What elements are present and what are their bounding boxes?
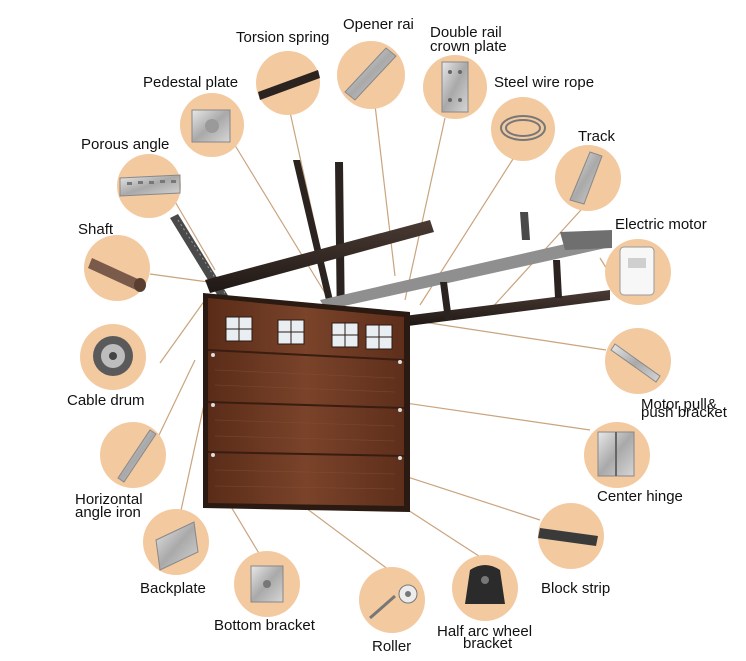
- label-pedestal-plate: Pedestal plate: [143, 75, 238, 90]
- half-arc-bracket-callout: [452, 555, 518, 621]
- porous-angle-callout: [117, 154, 181, 218]
- label-cable-drum: Cable drum: [67, 393, 145, 408]
- backplate-callout: [143, 509, 209, 575]
- label-half-arc-line2: bracket: [463, 636, 512, 651]
- pull-push-bracket-callout: [605, 328, 671, 394]
- label-opener-rail: Opener rai: [343, 17, 414, 32]
- angle-iron-callout: [100, 422, 166, 488]
- label-crown-plate-line2: crown plate: [430, 39, 507, 54]
- track-callout: [555, 145, 621, 211]
- cable-drum-icon: [93, 336, 133, 376]
- center-hinge-icon: [598, 432, 634, 476]
- label-porous-angle: Porous angle: [81, 137, 169, 152]
- wire-rope-callout: [491, 97, 555, 161]
- label-angle-iron-line2: angle iron: [75, 505, 141, 520]
- garage-door-assembly: [170, 160, 612, 512]
- label-electric-motor: Electric motor: [615, 217, 707, 232]
- label-torsion-spring: Torsion spring: [236, 30, 329, 45]
- crown-plate-icon: [442, 62, 468, 112]
- torsion-spring-callout: [256, 51, 320, 115]
- half-arc-bracket-icon: [465, 565, 505, 604]
- pedestal-plate-icon: [192, 110, 230, 142]
- electric-motor-callout: [605, 239, 671, 305]
- electric-motor-icon: [620, 247, 654, 295]
- label-track: Track: [578, 129, 615, 144]
- bottom-bracket-icon: [251, 566, 283, 602]
- bottom-bracket-callout: [234, 551, 300, 617]
- label-block-strip: Block strip: [541, 581, 610, 596]
- label-backplate: Backplate: [140, 581, 206, 596]
- cable-drum-callout: [80, 324, 146, 390]
- label-center-hinge: Center hinge: [597, 489, 683, 504]
- label-bottom-bracket: Bottom bracket: [214, 618, 315, 633]
- label-pull-push-bracket-line2: push bracket: [641, 405, 727, 420]
- label-steel-wire-rope: Steel wire rope: [494, 75, 594, 90]
- crown-plate-callout: [423, 55, 487, 119]
- shaft-callout: [84, 235, 150, 301]
- porous-angle-icon: [120, 175, 180, 196]
- roller-callout: [359, 567, 425, 633]
- pedestal-plate-callout: [180, 93, 244, 157]
- center-hinge-callout: [584, 422, 650, 488]
- label-shaft: Shaft: [78, 222, 113, 237]
- block-strip-callout: [538, 503, 604, 569]
- label-roller: Roller: [372, 639, 411, 654]
- opener-rail-callout: [337, 41, 405, 109]
